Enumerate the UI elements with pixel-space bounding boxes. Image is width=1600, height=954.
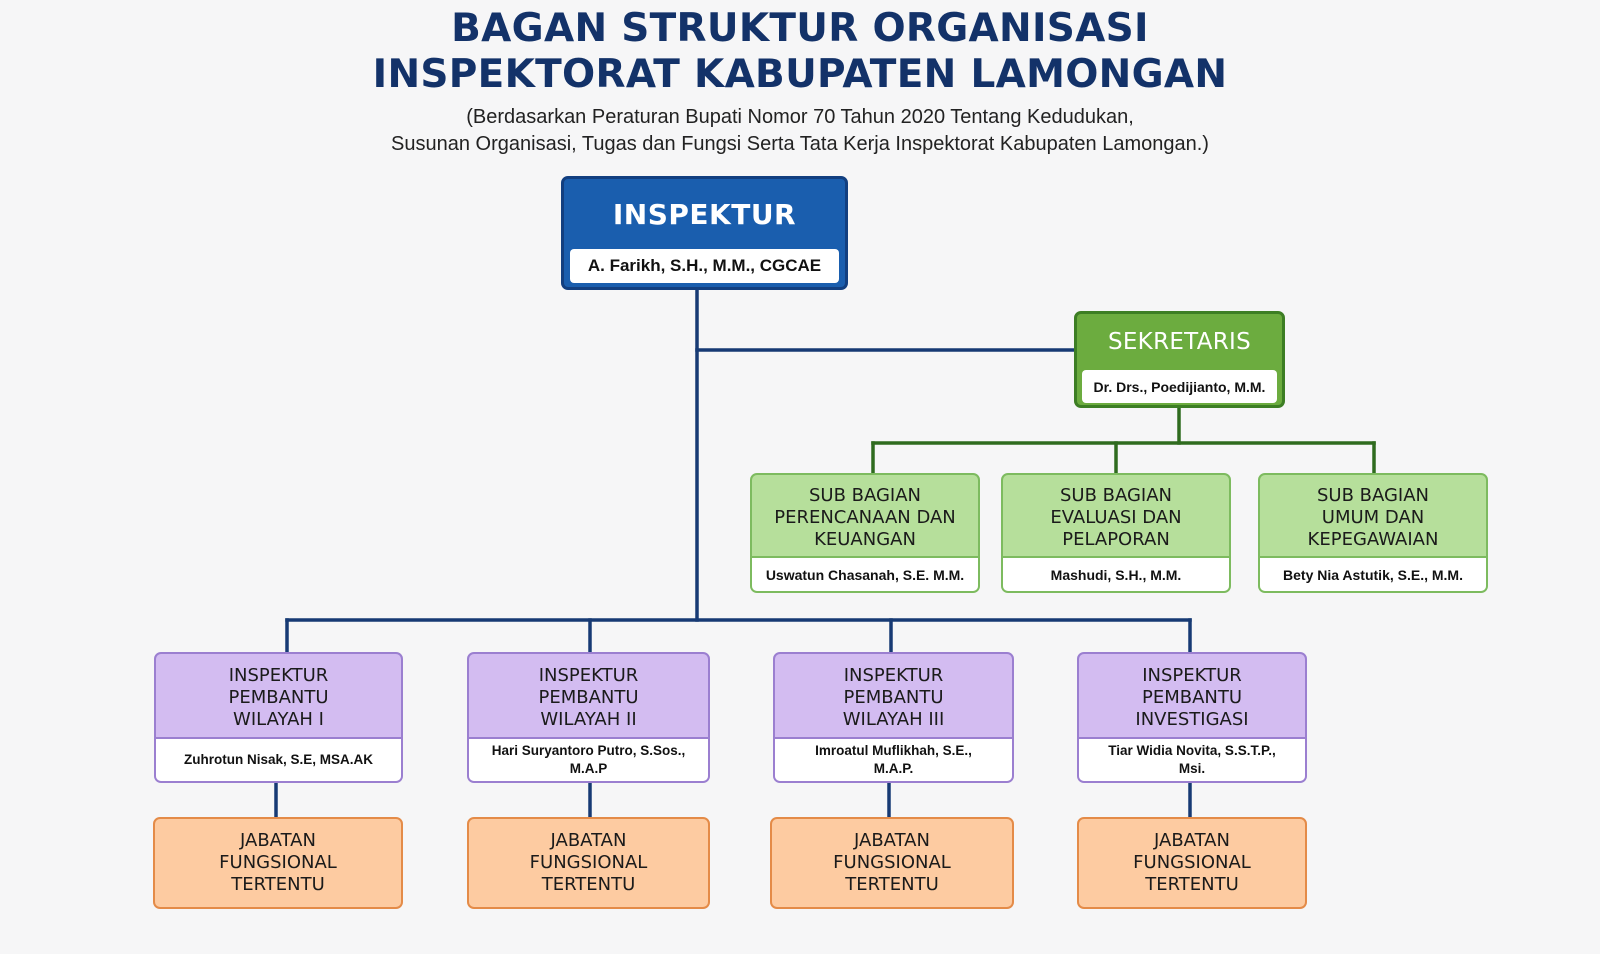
pembantu-name-line: Imroatul Muflikhah, S.E., (815, 743, 972, 758)
jabatan-role-line: TERTENTU (1145, 874, 1239, 895)
pembantu-role-line: PEMBANTU (1141, 686, 1243, 708)
chart-subtitle-line-2: Susunan Organisasi, Tugas dan Fungsi Ser… (391, 133, 1209, 155)
inspektur-role: INSPEKTUR (612, 197, 797, 231)
pembantu-role-line: PEMBANTU (843, 686, 944, 708)
sub-bagian-name: Uswatun Chasanah, S.E. M.M. (752, 556, 978, 591)
sekretaris-box: SEKRETARIS Dr. Drs., Poedijianto, M.M. (1074, 311, 1285, 408)
jabatan-fungsional-box-2: JABATAN FUNGSIONAL TERTENTU (467, 817, 710, 909)
sekretaris-name: Dr. Drs., Poedijianto, M.M. (1082, 370, 1277, 403)
jabatan-role: JABATAN FUNGSIONAL TERTENTU (1133, 830, 1251, 896)
pembantu-role-line: PEMBANTU (538, 686, 639, 708)
jabatan-fungsional-box-3: JABATAN FUNGSIONAL TERTENTU (770, 817, 1014, 909)
jabatan-fungsional-box-1: JABATAN FUNGSIONAL TERTENTU (153, 817, 403, 909)
pembantu-role-line: INSPEKTUR (228, 664, 329, 686)
jabatan-role-line: FUNGSIONAL (529, 852, 648, 873)
sub-bagian-box-evaluasi: SUB BAGIAN EVALUASI DAN PELAPORAN Mashud… (1001, 473, 1231, 593)
jabatan-role-line: JABATAN (240, 830, 316, 851)
sub-bagian-box-umum: SUB BAGIAN UMUM DAN KEPEGAWAIAN Bety Nia… (1258, 473, 1488, 593)
pembantu-box-wilayah-2: INSPEKTUR PEMBANTU WILAYAH II Hari Surya… (467, 652, 710, 783)
chart-title-line-2: INSPEKTORAT KABUPATEN LAMONGAN (372, 52, 1228, 97)
jabatan-role-line: JABATAN (550, 830, 627, 851)
sub-bagian-role: SUB BAGIAN EVALUASI DAN PELAPORAN (1003, 475, 1229, 556)
pembantu-name: Zuhrotun Nisak, S.E, MSA.AK (156, 737, 401, 781)
jabatan-role-line: JABATAN (854, 830, 930, 851)
jabatan-role-line: JABATAN (1154, 830, 1230, 851)
sub-bagian-role: SUB BAGIAN PERENCANAAN DAN KEUANGAN (752, 475, 978, 556)
sub-bagian-name: Mashudi, S.H., M.M. (1003, 556, 1229, 591)
pembantu-role: INSPEKTUR PEMBANTU WILAYAH I (156, 654, 401, 737)
sub-bagian-role-line: KEPEGAWAIAN (1307, 528, 1439, 550)
pembantu-name: Imroatul Muflikhah, S.E., M.A.P. (775, 737, 1012, 781)
sub-bagian-role-line: EVALUASI DAN (1050, 506, 1182, 528)
jabatan-role: JABATAN FUNGSIONAL TERTENTU (530, 830, 648, 896)
pembantu-name-line: Tiar Widia Novita, S.S.T.P., (1108, 743, 1276, 758)
jabatan-fungsional-box-4: JABATAN FUNGSIONAL TERTENTU (1077, 817, 1307, 909)
jabatan-role-line: FUNGSIONAL (1133, 852, 1251, 873)
sub-bagian-role-line: PELAPORAN (1062, 528, 1170, 550)
pembantu-role-line: PEMBANTU (228, 686, 329, 708)
jabatan-role-line: FUNGSIONAL (219, 852, 337, 873)
pembantu-role-line: WILAYAH II (540, 708, 637, 730)
sub-bagian-box-perencanaan: SUB BAGIAN PERENCANAAN DAN KEUANGAN Uswa… (750, 473, 980, 593)
pembantu-box-wilayah-1: INSPEKTUR PEMBANTU WILAYAH I Zuhrotun Ni… (154, 652, 403, 783)
sub-bagian-role-line: UMUM DAN (1321, 506, 1425, 528)
pembantu-role-line: INSPEKTUR (538, 664, 639, 686)
pembantu-role-line: WILAYAH III (842, 708, 945, 730)
inspektur-name: A. Farikh, S.H., M.M., CGCAE (570, 249, 839, 283)
sub-bagian-role-line: SUB BAGIAN (1059, 484, 1173, 506)
sub-bagian-role: SUB BAGIAN UMUM DAN KEPEGAWAIAN (1260, 475, 1486, 556)
pembantu-role-line: INSPEKTUR (1142, 664, 1242, 686)
sub-bagian-name: Bety Nia Astutik, S.E., M.M. (1260, 556, 1486, 591)
pembantu-role: INSPEKTUR PEMBANTU WILAYAH II (469, 654, 708, 737)
pembantu-box-investigasi: INSPEKTUR PEMBANTU INVESTIGASI Tiar Widi… (1077, 652, 1307, 783)
chart-subtitle-line-1: (Berdasarkan Peraturan Bupati Nomor 70 T… (466, 106, 1134, 128)
pembantu-name-line: M.A.P. (873, 761, 914, 776)
pembantu-role-line: INSPEKTUR (843, 664, 944, 686)
chart-title-block: BAGAN STRUKTUR ORGANISASI INSPEKTORAT KA… (0, 6, 1600, 158)
sub-bagian-role-line: SUB BAGIAN (1316, 484, 1430, 506)
jabatan-role: JABATAN FUNGSIONAL TERTENTU (833, 830, 951, 896)
pembantu-role: INSPEKTUR PEMBANTU WILAYAH III (775, 654, 1012, 737)
jabatan-role-line: TERTENTU (541, 874, 636, 895)
pembantu-role: INSPEKTUR PEMBANTU INVESTIGASI (1079, 654, 1305, 737)
pembantu-name: Hari Suryantoro Putro, S.Sos., M.A.P (469, 737, 708, 781)
sub-bagian-role-line: PERENCANAAN DAN (774, 506, 956, 528)
jabatan-role-line: TERTENTU (231, 874, 325, 895)
jabatan-role: JABATAN FUNGSIONAL TERTENTU (219, 830, 337, 896)
pembantu-name: Tiar Widia Novita, S.S.T.P., Msi. (1079, 737, 1305, 781)
pembantu-role-line: WILAYAH I (233, 708, 324, 730)
inspektur-box: INSPEKTUR A. Farikh, S.H., M.M., CGCAE (561, 176, 848, 290)
sekretaris-role: SEKRETARIS (1107, 329, 1252, 355)
pembantu-role-line: INVESTIGASI (1135, 708, 1249, 730)
sub-bagian-role-line: SUB BAGIAN (808, 484, 922, 506)
pembantu-name-line: Zuhrotun Nisak, S.E, MSA.AK (183, 752, 373, 767)
pembantu-box-wilayah-3: INSPEKTUR PEMBANTU WILAYAH III Imroatul … (773, 652, 1014, 783)
chart-title-line-1: BAGAN STRUKTUR ORGANISASI (451, 6, 1149, 51)
jabatan-role-line: TERTENTU (845, 874, 939, 895)
jabatan-role-line: FUNGSIONAL (833, 852, 951, 873)
sub-bagian-role-line: KEUANGAN (814, 528, 916, 550)
pembantu-name-line: Msi. (1178, 761, 1206, 776)
pembantu-name-line: M.A.P (569, 761, 608, 776)
pembantu-name-line: Hari Suryantoro Putro, S.Sos., (491, 743, 686, 758)
